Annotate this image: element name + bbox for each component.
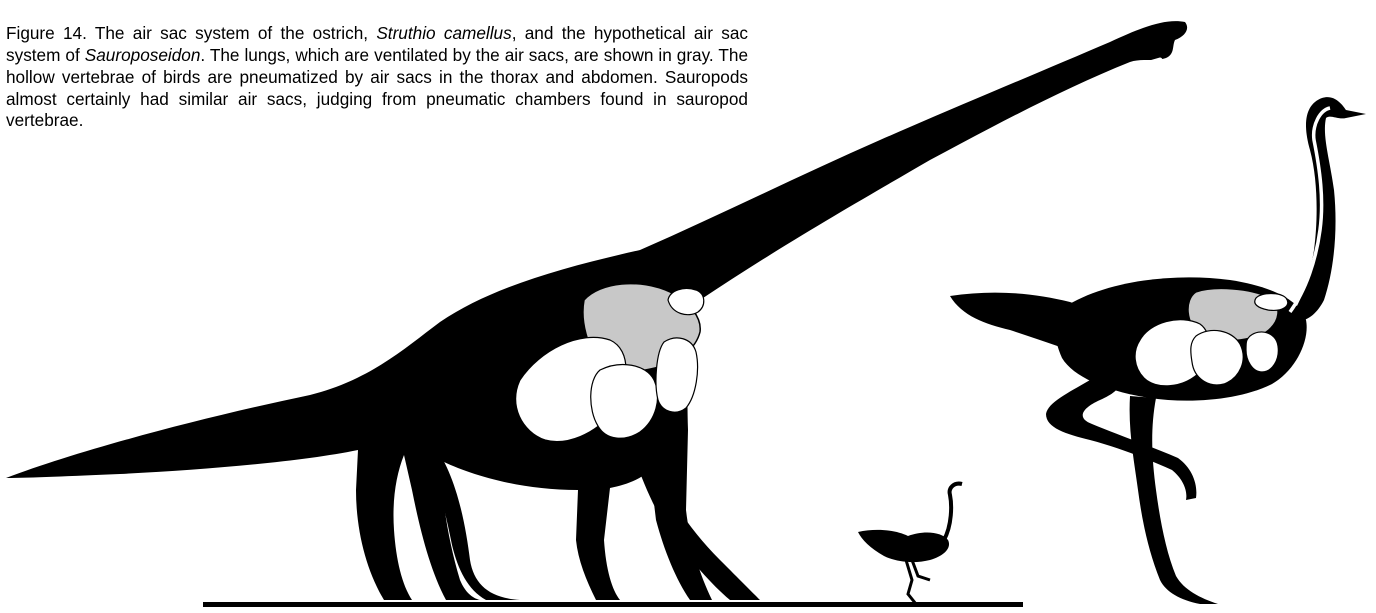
figure-label: Figure 14. [6,23,87,43]
figure-caption: Figure 14. The air sac system of the ost… [6,23,748,132]
sauroposeidon-anterior-thoracic-air-sac [656,338,698,412]
ostrich-large-anterior-thoracic-air-sac [1246,332,1278,372]
species-name-ostrich: Struthio camellus [376,23,511,43]
ostrich-small-neck [944,484,962,540]
ostrich-small-body [858,530,949,562]
ostrich-large-neck [1290,97,1366,321]
ostrich-large-leg-standing [1130,396,1218,604]
species-name-sauroposeidon: Sauroposeidon [85,45,201,65]
ostrich-small-silhouette [858,484,962,604]
ground-line [203,602,1023,607]
sauroposeidon-vertebral-air-sac-line [690,60,1160,328]
ostrich-small-legs [906,560,930,604]
ostrich-large-posterior-air-sac-2 [1191,330,1243,384]
ostrich-large-silhouette [950,97,1366,604]
caption-text-1: The air sac system of the ostrich, [87,23,376,43]
ostrich-large-clavicular-air-sac [1255,294,1288,311]
